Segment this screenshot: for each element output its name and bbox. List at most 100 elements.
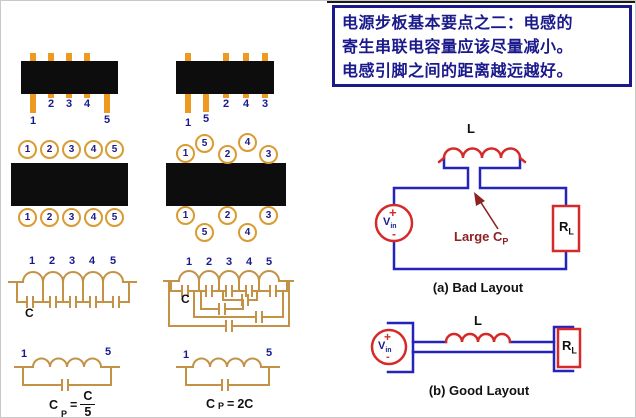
eq-denominator: 5 <box>84 405 92 418</box>
vin-v: V <box>378 340 386 352</box>
pad-circle: 4 <box>238 223 257 242</box>
pin-number: 3 <box>65 98 73 110</box>
good-layout-caption: (b) Good Layout <box>428 383 530 398</box>
pad-circle: 2 <box>40 208 59 227</box>
node-number: 1 <box>185 256 193 268</box>
eq-lhs-sub: P <box>61 409 68 418</box>
top-edge-strip <box>327 1 635 3</box>
node-number: 3 <box>68 255 76 267</box>
load-rl-label: RL <box>559 219 574 237</box>
terminal-number: 1 <box>20 348 28 360</box>
node-number: 3 <box>225 256 233 268</box>
large-cp-text: Large C <box>454 229 503 244</box>
equivalent-far-pins <box>176 357 280 391</box>
capacitor-label: C <box>181 292 190 306</box>
package-body-top <box>166 163 286 206</box>
inductor-label: L <box>474 313 482 328</box>
rl-sub: L <box>571 345 577 356</box>
rl-sub: L <box>568 226 574 237</box>
good-layout-wires <box>386 321 575 374</box>
pad-circle: 1 <box>18 208 37 227</box>
pin-number: 5 <box>103 114 111 126</box>
vin-v: V <box>383 216 391 228</box>
pad-circle: 4 <box>238 133 257 152</box>
large-cp-sub: P <box>502 236 509 247</box>
eq-numerator: C <box>80 389 96 406</box>
rl-r: R <box>559 219 569 234</box>
pad-circle: 1 <box>176 144 195 163</box>
pad-circle: 1 <box>18 140 37 159</box>
title-box: 电源步板基本要点之二：电感的 寄生串联电容量应该尽量减小。 电感引脚之间的距离越… <box>332 5 632 87</box>
pin-number: 2 <box>222 98 230 110</box>
pad-circle: 3 <box>259 145 278 164</box>
pad-circle: 4 <box>84 140 103 159</box>
schematic-far-pins <box>163 270 294 332</box>
eq-lhs-sub: P <box>218 401 225 411</box>
pin-number: 5 <box>202 113 210 125</box>
pin-number: 1 <box>29 115 37 127</box>
pad-circle: 1 <box>176 206 195 225</box>
good-layout-load <box>556 327 582 369</box>
eq-sign: = <box>227 397 235 411</box>
package-body <box>176 61 274 94</box>
node-number: 4 <box>245 256 253 268</box>
node-number: 5 <box>265 256 273 268</box>
pad-circle: 2 <box>218 206 237 225</box>
pin-number: 4 <box>242 98 250 110</box>
terminal-number: 5 <box>104 346 112 358</box>
node-number: 5 <box>109 255 117 267</box>
capacitor-label: C <box>25 306 34 320</box>
eq-fraction: C 5 <box>80 389 96 418</box>
good-layout-inductor <box>444 332 512 344</box>
pad-circle: 3 <box>62 208 81 227</box>
bad-layout-wires <box>392 156 568 271</box>
package-body-top <box>11 163 128 206</box>
pad-circle: 5 <box>195 134 214 153</box>
title-line: 电感引脚之间的距离越远越好。 <box>342 63 574 80</box>
large-cp-arrow <box>474 192 499 230</box>
bad-layout-caption: (a) Bad Layout <box>432 280 524 295</box>
source-minus: - <box>386 351 390 363</box>
pad-circle: 5 <box>195 223 214 242</box>
good-layout-source <box>370 328 408 366</box>
bad-layout-load <box>551 204 581 253</box>
vin-sub: in <box>385 347 392 355</box>
pin-number: 4 <box>83 98 91 110</box>
pin <box>104 94 110 113</box>
source-minus: - <box>392 227 396 241</box>
source-vin-label: Vin <box>383 216 397 230</box>
source-plus: + <box>389 205 397 220</box>
title-line: 寄生串联电容量应该尽量减小。 <box>342 39 574 56</box>
source-plus: + <box>384 330 392 344</box>
pin-number: 1 <box>184 117 192 129</box>
pad-circle: 3 <box>259 206 278 225</box>
pad-circle: 2 <box>218 145 237 164</box>
eq-lhs: C <box>49 397 59 412</box>
load-rl-label: RL <box>562 338 577 356</box>
node-number: 2 <box>48 255 56 267</box>
bad-layout-source <box>374 203 414 243</box>
package-body <box>21 61 118 94</box>
node-number: 4 <box>88 255 96 267</box>
pin-number: 2 <box>47 98 55 110</box>
terminal-number: 5 <box>265 347 273 359</box>
node-number: 1 <box>28 255 36 267</box>
pin-number: 3 <box>261 98 269 110</box>
equivalent-close-pins <box>14 357 120 391</box>
source-vin-label: Vin <box>378 340 392 354</box>
vin-sub: in <box>390 223 397 231</box>
schematic-close-pins <box>8 271 137 308</box>
pad-circle: 2 <box>40 140 59 159</box>
inductor-label: L <box>467 121 475 136</box>
eq-sign: = <box>70 397 78 412</box>
title-line: 电源步板基本要点之二：电感的 <box>342 15 574 32</box>
terminal-number: 1 <box>182 349 190 361</box>
eq-rhs: 2C <box>237 397 254 411</box>
node-number: 2 <box>205 256 213 268</box>
eq-lhs: C <box>206 397 216 411</box>
pad-circle: 3 <box>62 140 81 159</box>
